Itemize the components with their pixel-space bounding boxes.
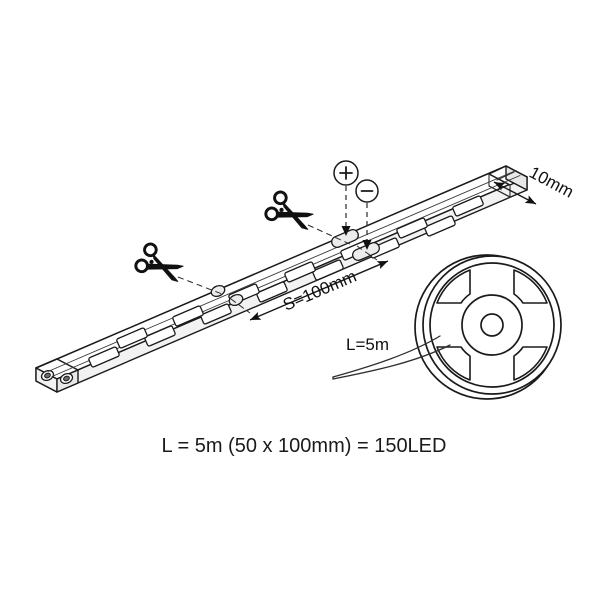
positive-symbol-mark [339,166,353,180]
segment-extension-right [356,245,378,261]
cut-point-pads-upper [331,229,380,261]
caption: L = 5m (50 x 100mm) = 150LED [162,435,447,457]
contact-pad-2-hole [63,375,70,382]
reel-cutouts [436,269,548,381]
strip-tail: L=5m [332,335,451,380]
segment-extension-left [230,298,251,314]
length-label: L=5m [346,335,389,354]
negative-leader-arrow [362,240,372,250]
cut-point-pads-lower [210,284,244,307]
strip-connector-end [35,358,79,393]
cut-mark-lower [132,240,223,295]
strip-tail-edge-bottom [332,344,451,380]
cut-line-lower [177,276,223,295]
strip-reel [414,254,562,400]
reel-center-hole [480,313,504,337]
contact-pad-1-hole [44,372,51,379]
width-dimension-line [493,181,537,205]
strip-tail-edge-top [332,335,441,378]
polarity-markers [333,160,379,250]
cut-line-upper [307,224,353,246]
solder-pad-negative [352,242,380,261]
segment-dimension-line [249,260,389,321]
solder-pad-positive [331,229,359,248]
positive-leader-arrow [341,226,351,236]
cut-mark-upper [262,188,353,246]
